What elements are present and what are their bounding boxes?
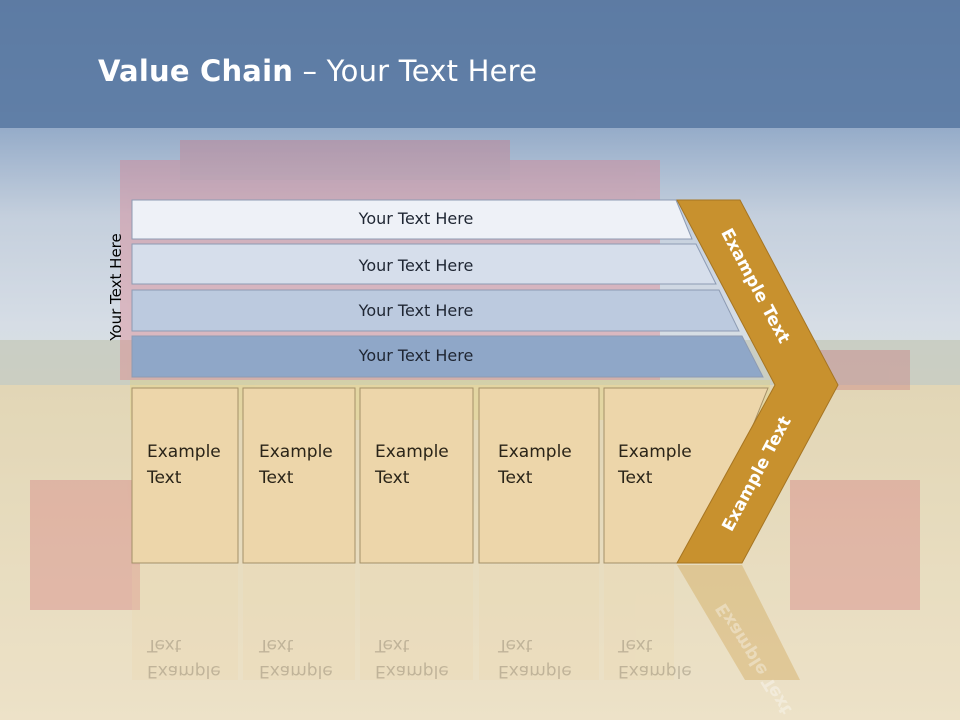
cell-3-label: Example Text <box>375 442 449 488</box>
cell-1-label: Example Text <box>147 442 221 488</box>
title-rest: – Your Text Here <box>293 54 538 88</box>
bar-3-label: Your Text Here <box>358 301 474 320</box>
cell-2-label: Example Text <box>259 442 333 488</box>
title-bold: Value Chain <box>98 54 294 88</box>
cell-1-shape <box>131 387 239 564</box>
cell-4-label: Example Text <box>498 442 572 488</box>
bar-1-shape <box>131 199 693 240</box>
cell-2-reflection: Example Text <box>259 635 333 681</box>
vertical-label: Your Text Here <box>107 233 125 341</box>
bar-2-label: Your Text Here <box>358 256 474 275</box>
cell-5-label: Example Text <box>618 442 692 488</box>
arrow-shape <box>676 199 839 564</box>
bar-4-shape <box>131 335 764 378</box>
cell-5-reflection: Example Text <box>618 635 692 681</box>
cell-4-shape <box>478 387 600 564</box>
cell-3-shape <box>359 387 474 564</box>
cell-2-shape <box>242 387 356 564</box>
bar-4-label: Your Text Here <box>358 346 474 365</box>
bar-1-label: Your Text Here <box>358 209 474 228</box>
arrow-reflection <box>677 565 800 680</box>
bar-2-shape <box>131 243 717 285</box>
cell-4-reflection: Example Text <box>498 635 572 681</box>
bar-3-shape <box>131 289 740 332</box>
slide-title: Value Chain – Your Text Here <box>98 54 537 88</box>
cell-3-reflection: Example Text <box>375 635 449 681</box>
cell-1-reflection: Example Text <box>147 635 221 681</box>
